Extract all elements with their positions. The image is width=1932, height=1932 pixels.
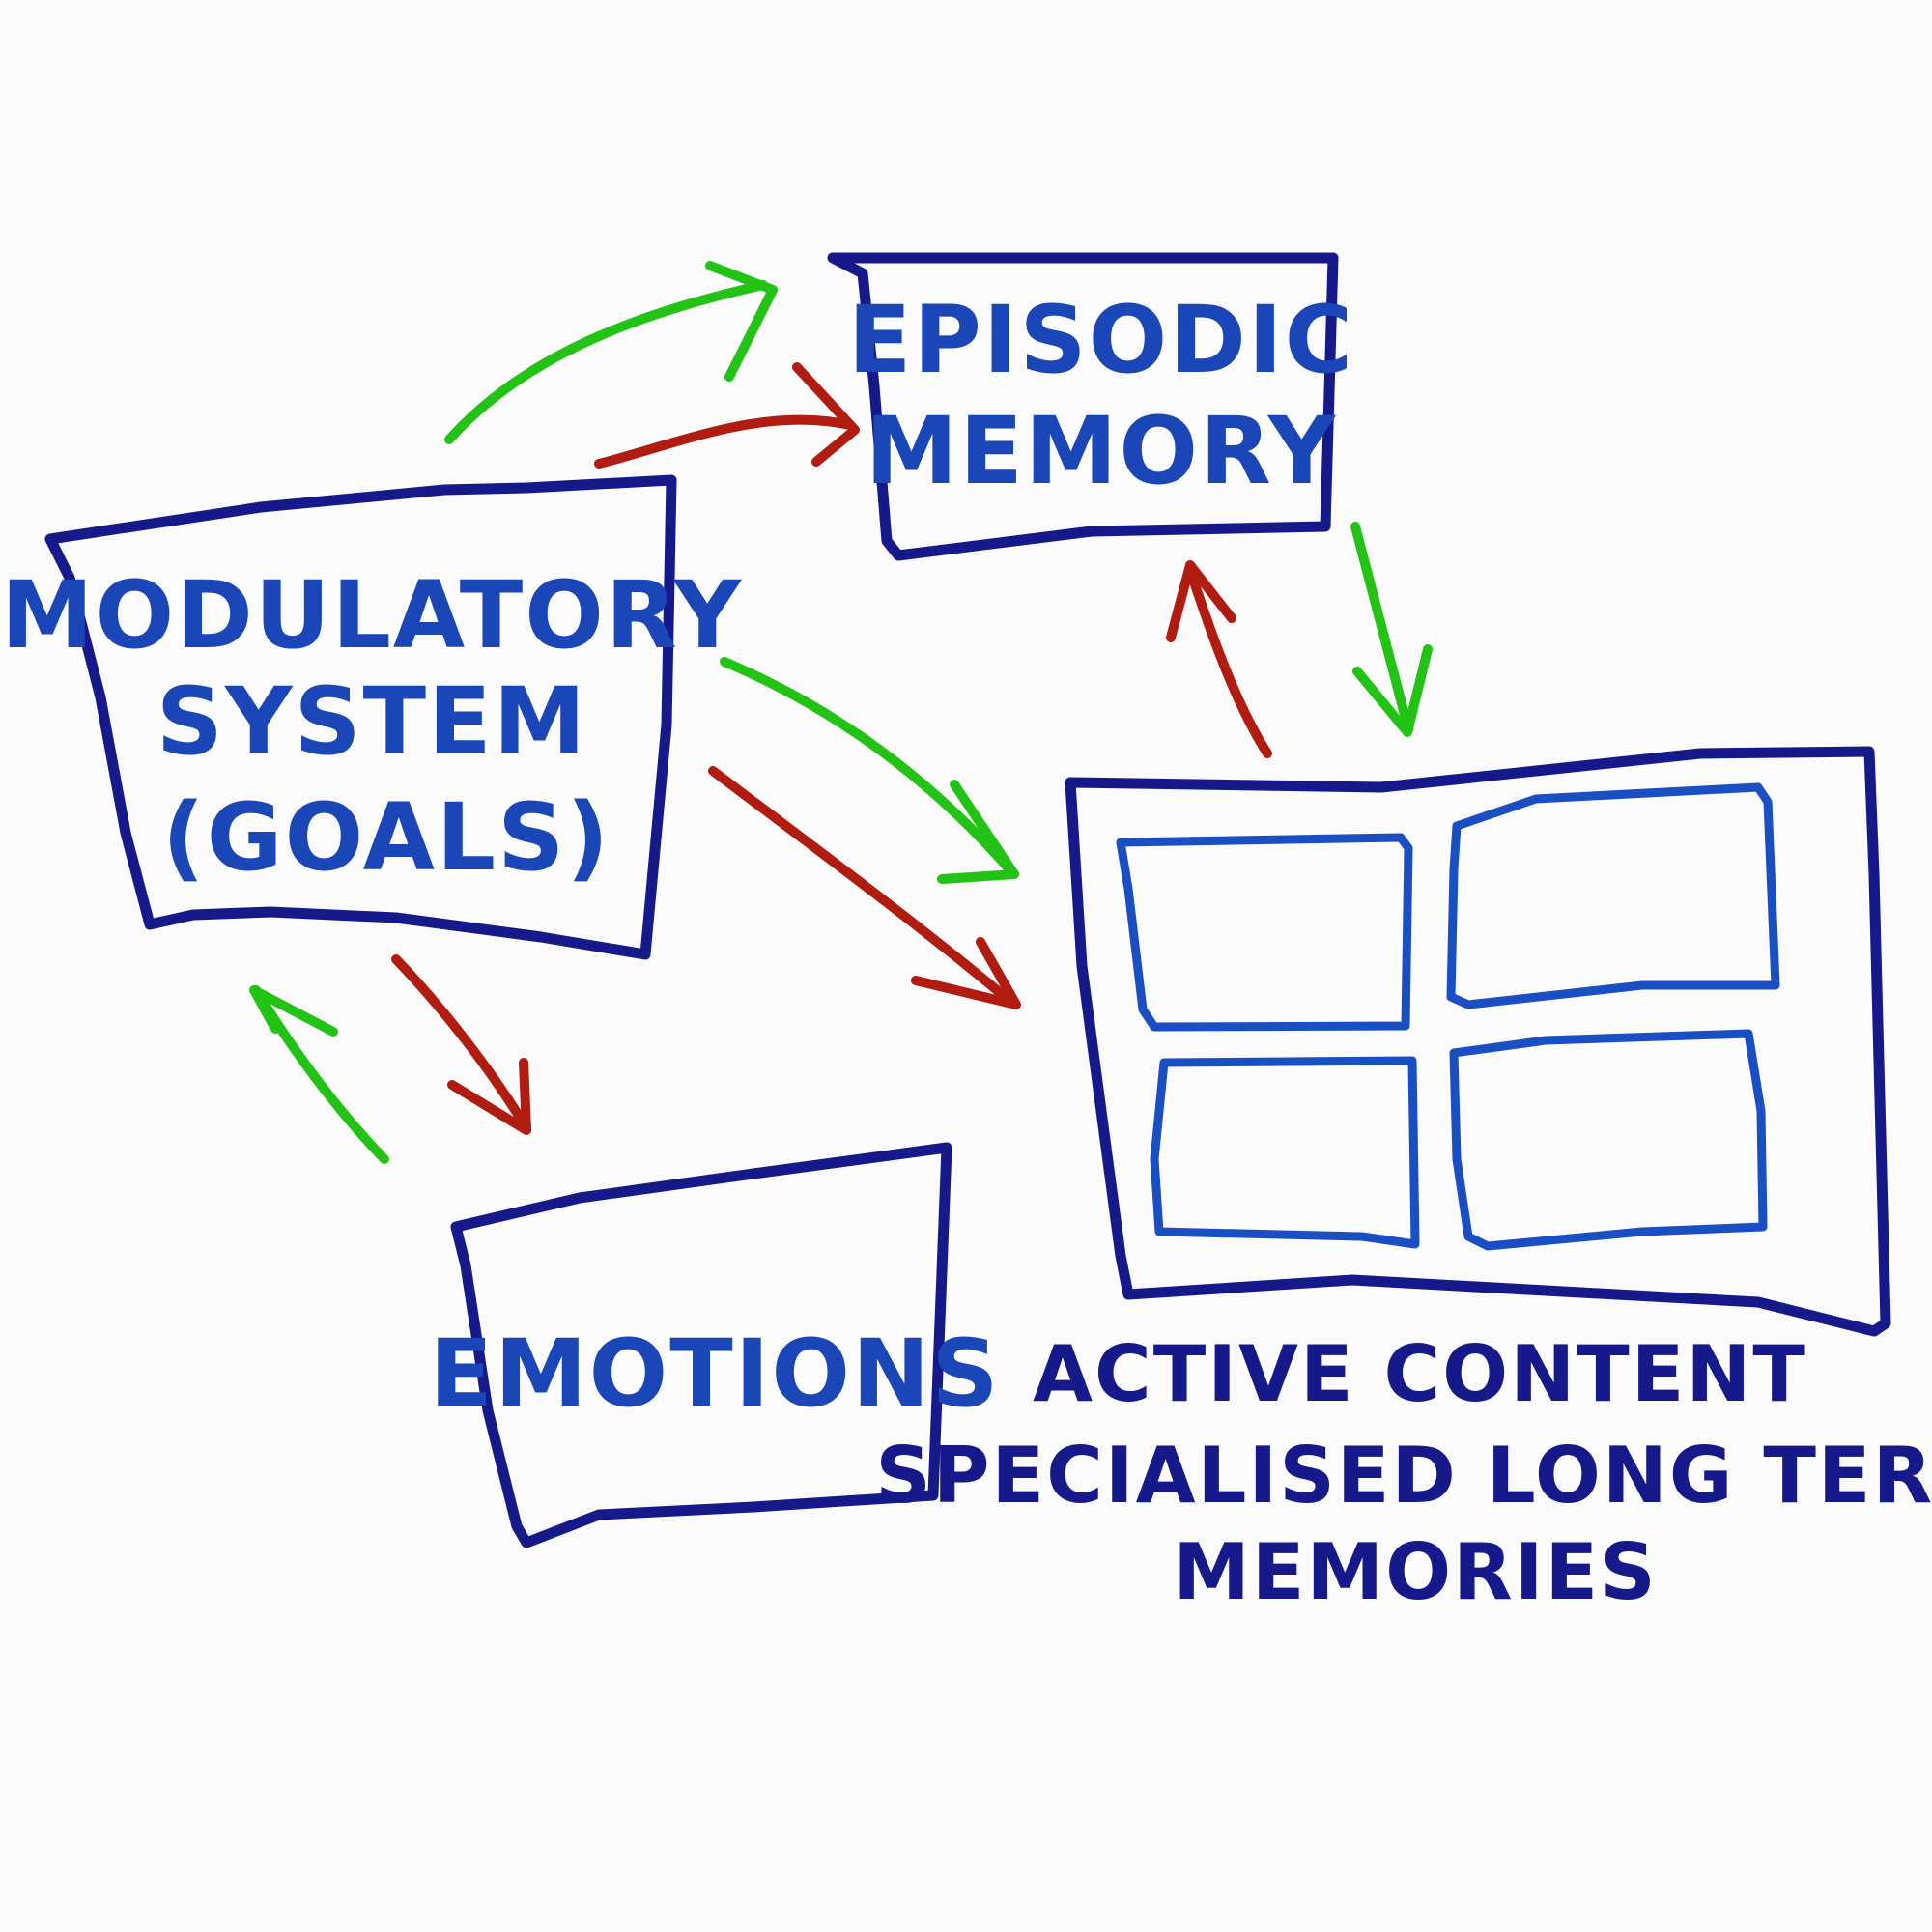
emotions-label: EMOTIONS (429, 1320, 1000, 1428)
red-arrow-modulatory-to-emotions (391, 954, 531, 1135)
episodic-memory-box (827, 252, 1339, 561)
active-content-panel (1116, 833, 1413, 1032)
active-content-panel (1446, 782, 1780, 1009)
episodic-label: EPISODIC (848, 286, 1354, 394)
episodic-memory-node: EPISODIC MEMORY (827, 252, 1354, 561)
green-arrow-emotions-to-modulatory (249, 985, 389, 1164)
green-arrow-episodic-to-active (1350, 522, 1433, 737)
memories-caption: MEMORIES (1173, 1527, 1658, 1617)
emotions-box (450, 1142, 952, 1548)
red-arrow-modulatory-to-episodic (594, 362, 860, 469)
green-arrow-modulatory-to-active (720, 657, 1019, 884)
modulatory-label: MODULATORY (1, 561, 743, 669)
green-arrow-modulatory-to-episodic (444, 261, 778, 444)
active-content-panel (1150, 1056, 1420, 1249)
memory-label: MEMORY (866, 397, 1337, 505)
modulatory-system-box (44, 474, 677, 960)
red-arrow-active-to-episodic (1166, 560, 1272, 758)
active-content-box (1065, 746, 1891, 1337)
specialised-longterm-caption: SPECIALISED LONG TERM (875, 1431, 1932, 1520)
goals-label: (GOALS) (162, 783, 611, 892)
emotions-node: EMOTIONS (429, 1142, 1000, 1548)
red-arrow-modulatory-to-active (708, 766, 1021, 1009)
active-content-node: ACTIVE CONTENT SPECIALISED LONG TERM MEM… (875, 746, 1932, 1617)
active-content-caption: ACTIVE CONTENT (1033, 1329, 1807, 1419)
system-label: SYSTEM (156, 668, 587, 776)
active-content-panel (1449, 1029, 1768, 1251)
modulatory-system-node: MODULATORY SYSTEM (GOALS) (1, 474, 743, 960)
